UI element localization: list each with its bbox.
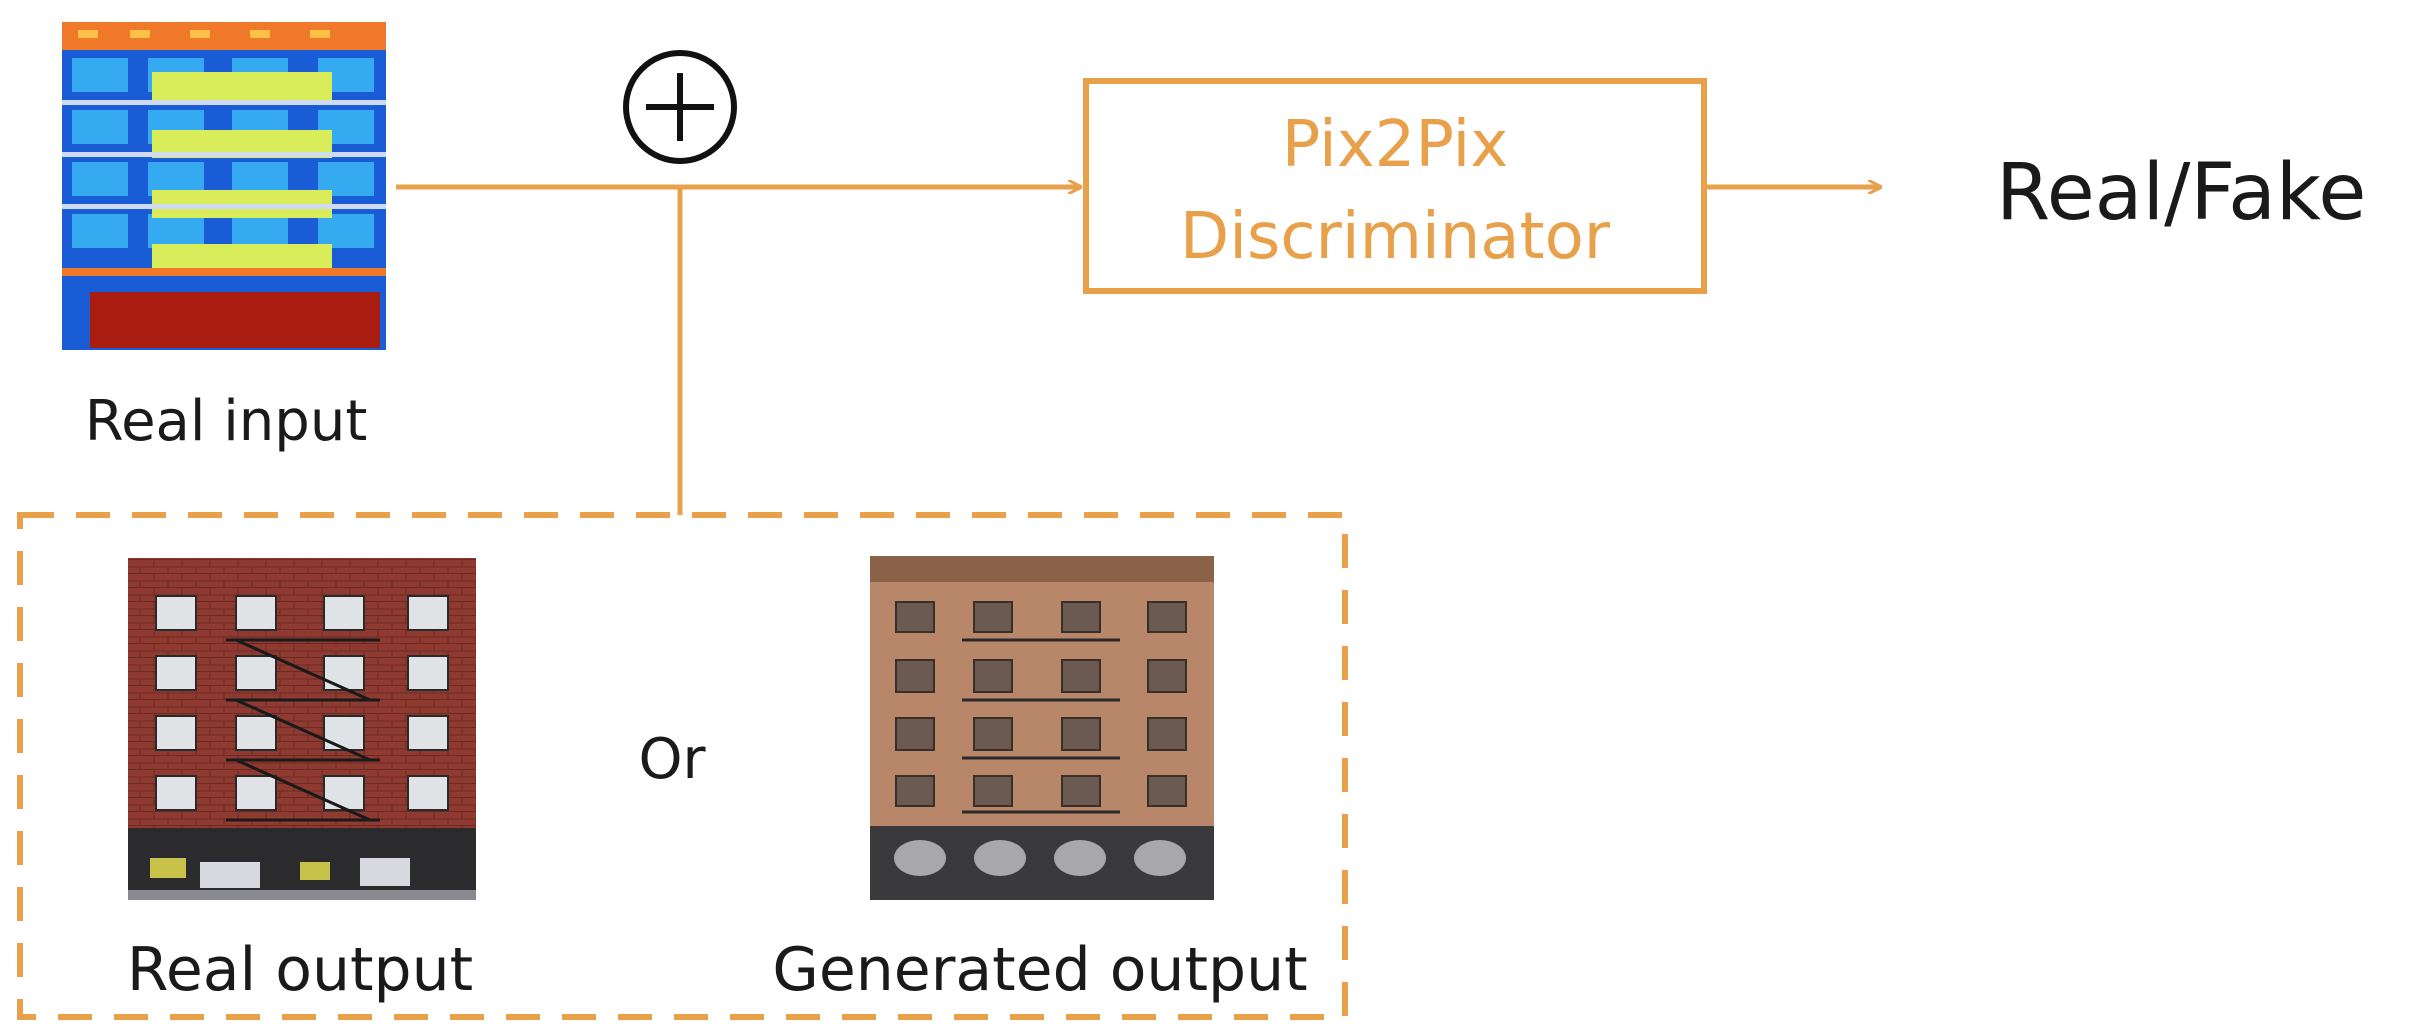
real-fake-label: Real/Fake: [1996, 148, 2366, 238]
real-input-image: [62, 22, 386, 350]
discriminator-title-line1: Pix2Pix: [1282, 108, 1508, 182]
discriminator-box: [1083, 78, 1707, 294]
or-label: Or: [638, 727, 706, 792]
discriminator-title-line2: Discriminator: [1180, 200, 1611, 274]
generated-output-image: [870, 556, 1214, 900]
real-input-label: Real input: [85, 389, 368, 454]
generated-output-label: Generated output: [772, 935, 1307, 1005]
circled-plus-icon: [623, 50, 737, 164]
real-output-image: [128, 558, 476, 900]
outputs-dashed-group: [17, 512, 1348, 1020]
real-output-label: Real output: [127, 935, 473, 1005]
